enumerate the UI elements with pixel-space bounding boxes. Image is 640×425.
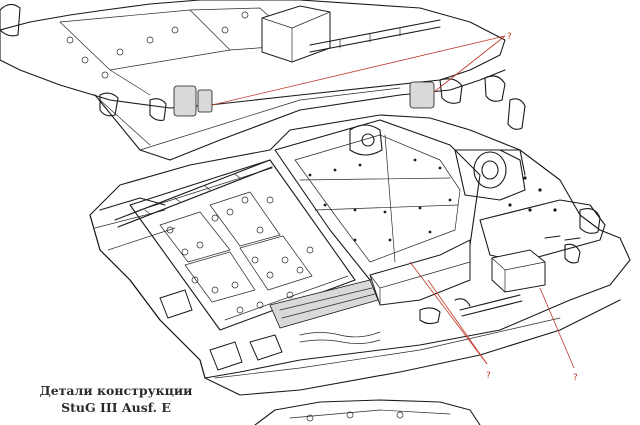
annotation-leaders bbox=[211, 35, 575, 369]
main-vehicle-view bbox=[89, 114, 631, 396]
annotation-question-bottom-right: ? bbox=[573, 373, 578, 383]
upper-bolts bbox=[66, 11, 249, 79]
caption-line-2: StuG III Ausf. E bbox=[61, 400, 171, 415]
figure-caption: Детали конструкции StuG III Ausf. E bbox=[26, 382, 206, 416]
annotation-question-top: ? bbox=[507, 32, 512, 42]
main-deck-bolts bbox=[166, 196, 314, 314]
annotation-question-bottom-left: ? bbox=[486, 371, 491, 381]
lower-partial-view bbox=[254, 399, 481, 425]
main-superstructure-bolts bbox=[308, 158, 452, 242]
caption-line-1: Детали конструкции bbox=[39, 383, 193, 398]
upper-vehicle-view bbox=[0, 0, 526, 161]
hull-rivets bbox=[508, 176, 557, 212]
